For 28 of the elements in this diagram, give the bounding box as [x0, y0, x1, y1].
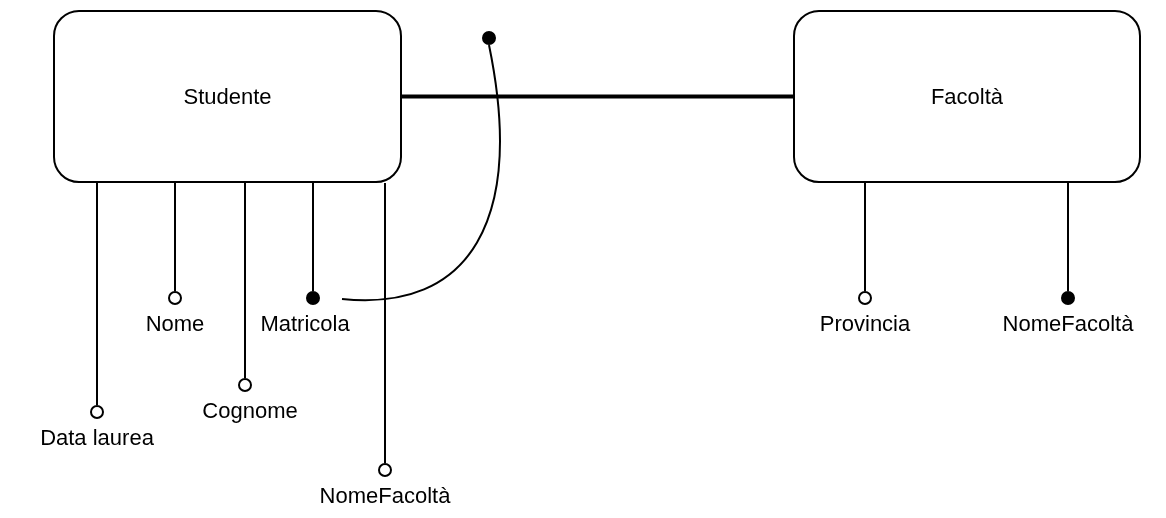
attribute-label: Nome	[145, 311, 205, 337]
key-attribute-dot	[1061, 291, 1075, 305]
attribute-line	[244, 182, 246, 379]
entity-name: Facoltà	[930, 83, 1004, 110]
entity-box	[53, 10, 402, 183]
key-attribute-dot	[306, 291, 320, 305]
attribute-circle	[378, 463, 392, 477]
attribute-label: NomeFacoltà	[319, 483, 451, 509]
attribute-line	[96, 182, 98, 406]
attribute-line	[864, 182, 866, 292]
attribute-circle	[238, 378, 252, 392]
attribute-label: Provincia	[819, 311, 911, 337]
attribute-label: Data laurea	[40, 425, 154, 451]
attribute-label: Matricola	[260, 311, 350, 337]
relationship-line	[402, 94, 793, 99]
attribute-circle	[90, 405, 104, 419]
attribute-circle	[168, 291, 182, 305]
identifier-curve	[341, 44, 501, 302]
entity-box	[793, 10, 1141, 183]
attribute-circle	[858, 291, 872, 305]
attribute-label: NomeFacoltà	[1002, 311, 1134, 337]
key-attribute-dot	[482, 31, 496, 45]
attribute-line	[174, 182, 176, 292]
attribute-line	[312, 182, 314, 292]
attribute-label: Cognome	[202, 398, 298, 424]
attribute-line	[384, 182, 386, 464]
entity-name: Studente	[183, 83, 272, 110]
attribute-line	[1067, 182, 1069, 292]
